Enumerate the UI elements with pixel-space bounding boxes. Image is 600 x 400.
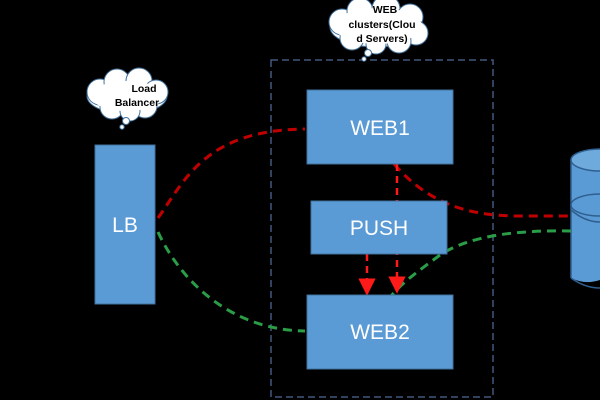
lb-label: LB: [112, 214, 138, 237]
database-icon: [570, 148, 600, 289]
web-cluster-boundary: [270, 59, 494, 398]
push-node: PUSH: [310, 200, 448, 255]
web2-node: WEB2: [306, 294, 454, 370]
push-label: PUSH: [350, 217, 408, 240]
web2-label: WEB2: [350, 321, 410, 344]
web-clusters-callout-line1: WEB: [373, 4, 398, 16]
lb-node: LB: [94, 144, 156, 305]
web1-node: WEB1: [306, 89, 454, 165]
lb-web1-link: [156, 127, 306, 219]
lb-web2-link: [156, 231, 306, 333]
web-clusters-callout-line2: clusters(Clou: [348, 19, 415, 31]
web1-label: WEB1: [350, 117, 410, 140]
web-clusters-callout: WEB clusters(Clou d Servers): [328, 0, 429, 62]
database-icon-lower: [570, 193, 600, 217]
web-clusters-callout-line3: d Servers): [356, 33, 407, 45]
load-balancer-callout-line1: Load: [131, 83, 156, 95]
load-balancer-callout-line2: Balancer: [115, 97, 159, 109]
load-balancer-callout: Load Balancer: [86, 67, 169, 130]
web1-db-link: [392, 163, 571, 218]
